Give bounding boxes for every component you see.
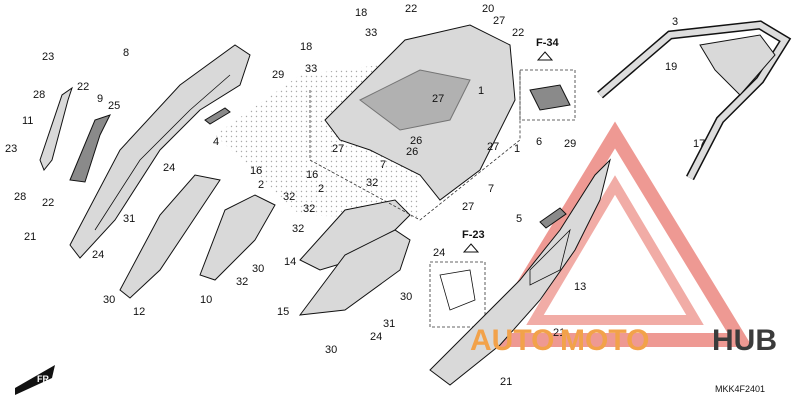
callout-28: 28	[33, 89, 45, 101]
callout-19: 19	[665, 61, 677, 73]
ref-label-f23: F-23	[462, 229, 485, 241]
callout-8: 8	[123, 47, 129, 59]
callout-15: 15	[277, 306, 289, 318]
watermark-text: AUTO MOTO HUB	[470, 324, 777, 357]
under-cover-15	[298, 229, 411, 316]
callout-30: 30	[252, 263, 264, 275]
callout-14: 14	[284, 256, 296, 268]
callout-32: 32	[366, 177, 378, 189]
diagram-code: MKK4F2401	[715, 384, 765, 394]
callout-21: 21	[24, 231, 36, 243]
callout-3: 3	[672, 16, 678, 28]
callout-18: 18	[300, 41, 312, 53]
callout-25: 25	[108, 100, 120, 112]
svg-text:AUTO: AUTO	[470, 324, 554, 357]
callout-24: 24	[92, 249, 104, 261]
under-cover-14	[299, 199, 411, 271]
svg-text:FR.: FR.	[37, 374, 52, 384]
callout-21: 21	[553, 327, 565, 339]
callout-11: 11	[22, 115, 33, 127]
callout-28: 28	[14, 191, 26, 203]
callout-12: 12	[133, 306, 145, 318]
callout-1: 1	[514, 143, 520, 155]
callout-26: 26	[406, 146, 418, 158]
callout-27: 27	[493, 15, 505, 27]
clip-4	[204, 107, 231, 125]
callout-24: 24	[163, 162, 175, 174]
callout-22: 22	[42, 197, 54, 209]
svg-text:HUB: HUB	[712, 324, 777, 357]
callout-6: 6	[536, 136, 542, 148]
callout-2: 2	[258, 179, 264, 191]
callout-27: 27	[432, 93, 444, 105]
callout-23: 23	[42, 51, 54, 63]
callout-23: 23	[5, 143, 17, 155]
callout-30: 30	[325, 344, 337, 356]
side-panel-11	[39, 86, 73, 171]
callout-7: 7	[380, 159, 386, 171]
callout-31: 31	[123, 213, 135, 225]
callout-22: 22	[77, 81, 89, 93]
callout-21: 21	[500, 376, 512, 388]
panel-22	[69, 114, 111, 183]
front-direction-marker: FR.	[15, 365, 55, 395]
callout-5: 5	[516, 213, 522, 225]
svg-text:MOTO: MOTO	[560, 324, 649, 357]
callout-26: 26	[410, 135, 422, 147]
callout-13: 13	[574, 281, 586, 293]
callout-2: 2	[318, 183, 324, 195]
callout-16: 16	[306, 169, 318, 181]
callout-29: 29	[272, 69, 284, 81]
callout-9: 9	[97, 93, 103, 105]
side-cover-left	[69, 44, 251, 259]
clip-5	[539, 207, 567, 229]
callout-27: 27	[462, 201, 474, 213]
callout-29: 29	[564, 138, 576, 150]
callout-32: 32	[303, 203, 315, 215]
callout-32: 32	[292, 223, 304, 235]
callout-30: 30	[400, 291, 412, 303]
rear-cover-13	[429, 158, 611, 386]
callout-33: 33	[305, 63, 317, 75]
callout-27: 27	[487, 141, 499, 153]
lower-cover-12	[119, 174, 221, 299]
callout-31: 31	[383, 318, 395, 330]
callout-10: 10	[200, 294, 212, 306]
callout-32: 32	[283, 191, 295, 203]
callout-32: 32	[236, 276, 248, 288]
bracket-10	[199, 194, 276, 281]
callout-18: 18	[355, 7, 367, 19]
watermark-logo	[477, 121, 753, 347]
callout-16: 16	[250, 165, 262, 177]
view-box-f34	[519, 69, 576, 121]
ref-label-f34: F-34	[536, 37, 560, 49]
callout-27: 27	[332, 143, 344, 155]
callout-24: 24	[370, 331, 382, 343]
callout-1: 1	[478, 85, 484, 97]
callout-30: 30	[103, 294, 115, 306]
callout-7: 7	[488, 183, 494, 195]
callout-24: 24	[433, 247, 445, 259]
callout-22: 22	[512, 27, 524, 39]
callout-33: 33	[365, 27, 377, 39]
view-box-f23	[429, 261, 486, 328]
callout-17: 17	[693, 138, 705, 150]
callout-22: 22	[405, 3, 417, 15]
callout-20: 20	[482, 3, 494, 15]
callout-4: 4	[213, 136, 219, 148]
